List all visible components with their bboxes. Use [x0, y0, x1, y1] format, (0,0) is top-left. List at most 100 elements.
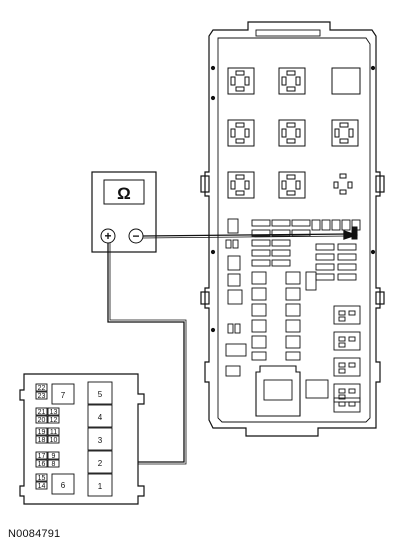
pin-label: 1	[98, 482, 103, 491]
ohm-symbol: Ω	[117, 184, 131, 203]
connector-outline	[19, 373, 145, 505]
mount-dot	[370, 65, 376, 71]
fuse	[232, 239, 239, 249]
ohmmeter: Ω + −	[91, 171, 157, 253]
fuse	[285, 303, 301, 317]
fuse	[271, 219, 291, 227]
top-clip	[255, 29, 321, 37]
fuse	[337, 273, 357, 281]
pin-label: 5	[98, 390, 103, 399]
fuse	[271, 239, 291, 247]
figure-id: N0084791	[8, 528, 61, 540]
pin-cell-large	[87, 381, 113, 405]
fuse	[291, 229, 311, 237]
negative-probe-tip	[343, 230, 359, 240]
pin-label: 23	[38, 393, 46, 400]
relay-grid	[227, 67, 361, 199]
fuse	[227, 255, 241, 271]
fuse	[285, 287, 301, 301]
fuse	[225, 239, 232, 249]
pin-label: 3	[98, 436, 103, 445]
mount-dot	[210, 249, 216, 255]
pin-cell	[47, 451, 60, 460]
relay	[227, 119, 255, 147]
fuse	[337, 263, 357, 271]
pin-label: 17	[38, 453, 46, 460]
pin-cell	[35, 383, 48, 392]
fuse	[251, 351, 267, 361]
fuse	[251, 249, 271, 257]
fuse	[251, 259, 271, 267]
pin-label: 18	[38, 437, 46, 444]
fuse	[251, 219, 271, 227]
pin-cell	[35, 407, 48, 416]
test-leads	[107, 230, 359, 468]
pin-cell-large	[87, 427, 113, 451]
pin-label: 21	[38, 409, 46, 416]
fuse	[315, 253, 335, 261]
side-tab	[200, 175, 210, 193]
mount-dot	[210, 65, 216, 71]
mount-dot	[210, 95, 216, 101]
fuse	[251, 335, 267, 349]
fuse-box-inner-outline	[217, 37, 371, 423]
blank-relay-slot	[331, 67, 361, 95]
pin-label: 8	[52, 461, 56, 468]
mini-relay	[333, 397, 361, 413]
relay	[227, 67, 255, 95]
pin-cell	[47, 427, 60, 436]
bottom-connector	[255, 365, 301, 417]
connector-housing	[19, 373, 145, 505]
pin-label: 20	[38, 417, 46, 424]
fuse-box	[200, 21, 385, 437]
fuse	[271, 259, 291, 267]
pin-cell-large	[51, 383, 75, 405]
bottom-connector-pin	[263, 379, 293, 401]
fuse-box-outline	[204, 21, 381, 437]
pin-cell	[35, 391, 48, 400]
pin-label: 6	[61, 481, 66, 490]
pin-cell	[35, 427, 48, 436]
fuse	[331, 219, 341, 231]
fuse	[315, 243, 335, 251]
fuse	[315, 263, 335, 271]
pin-label: 15	[38, 475, 46, 482]
fuse	[285, 271, 301, 285]
fuse	[234, 323, 241, 334]
pin-cell	[35, 451, 48, 460]
mini-relay	[333, 357, 361, 377]
relay	[227, 171, 255, 199]
fuse	[271, 229, 291, 237]
fuse	[291, 219, 311, 227]
fuse	[227, 273, 241, 287]
pin-label: 4	[98, 413, 103, 422]
fuse	[285, 319, 301, 333]
positive-terminal-label: +	[104, 229, 111, 243]
relay	[278, 67, 306, 95]
mount-dot	[370, 249, 376, 255]
fuse	[227, 218, 239, 234]
fuse	[227, 323, 234, 334]
fuse	[321, 219, 331, 231]
fuse	[271, 249, 291, 257]
pin-cell	[35, 473, 48, 482]
pin-label: 12	[50, 417, 58, 424]
fuse	[251, 319, 267, 333]
pin-label: 7	[61, 391, 66, 400]
pin-label: 9	[52, 453, 56, 460]
side-tab	[375, 175, 385, 193]
fuse	[251, 271, 267, 285]
side-tab	[375, 291, 385, 305]
fuse	[285, 351, 301, 361]
pin-label: 13	[50, 409, 58, 416]
pin-label: 14	[38, 483, 46, 490]
fuse-section	[225, 218, 361, 417]
pin-cell	[35, 481, 48, 490]
fuse	[251, 303, 267, 317]
side-tab	[200, 291, 210, 305]
negative-lead	[142, 233, 349, 237]
pin-cell	[35, 435, 48, 444]
pin-cell	[35, 415, 48, 424]
fuse	[251, 239, 271, 247]
pin-cell-large	[87, 473, 113, 497]
